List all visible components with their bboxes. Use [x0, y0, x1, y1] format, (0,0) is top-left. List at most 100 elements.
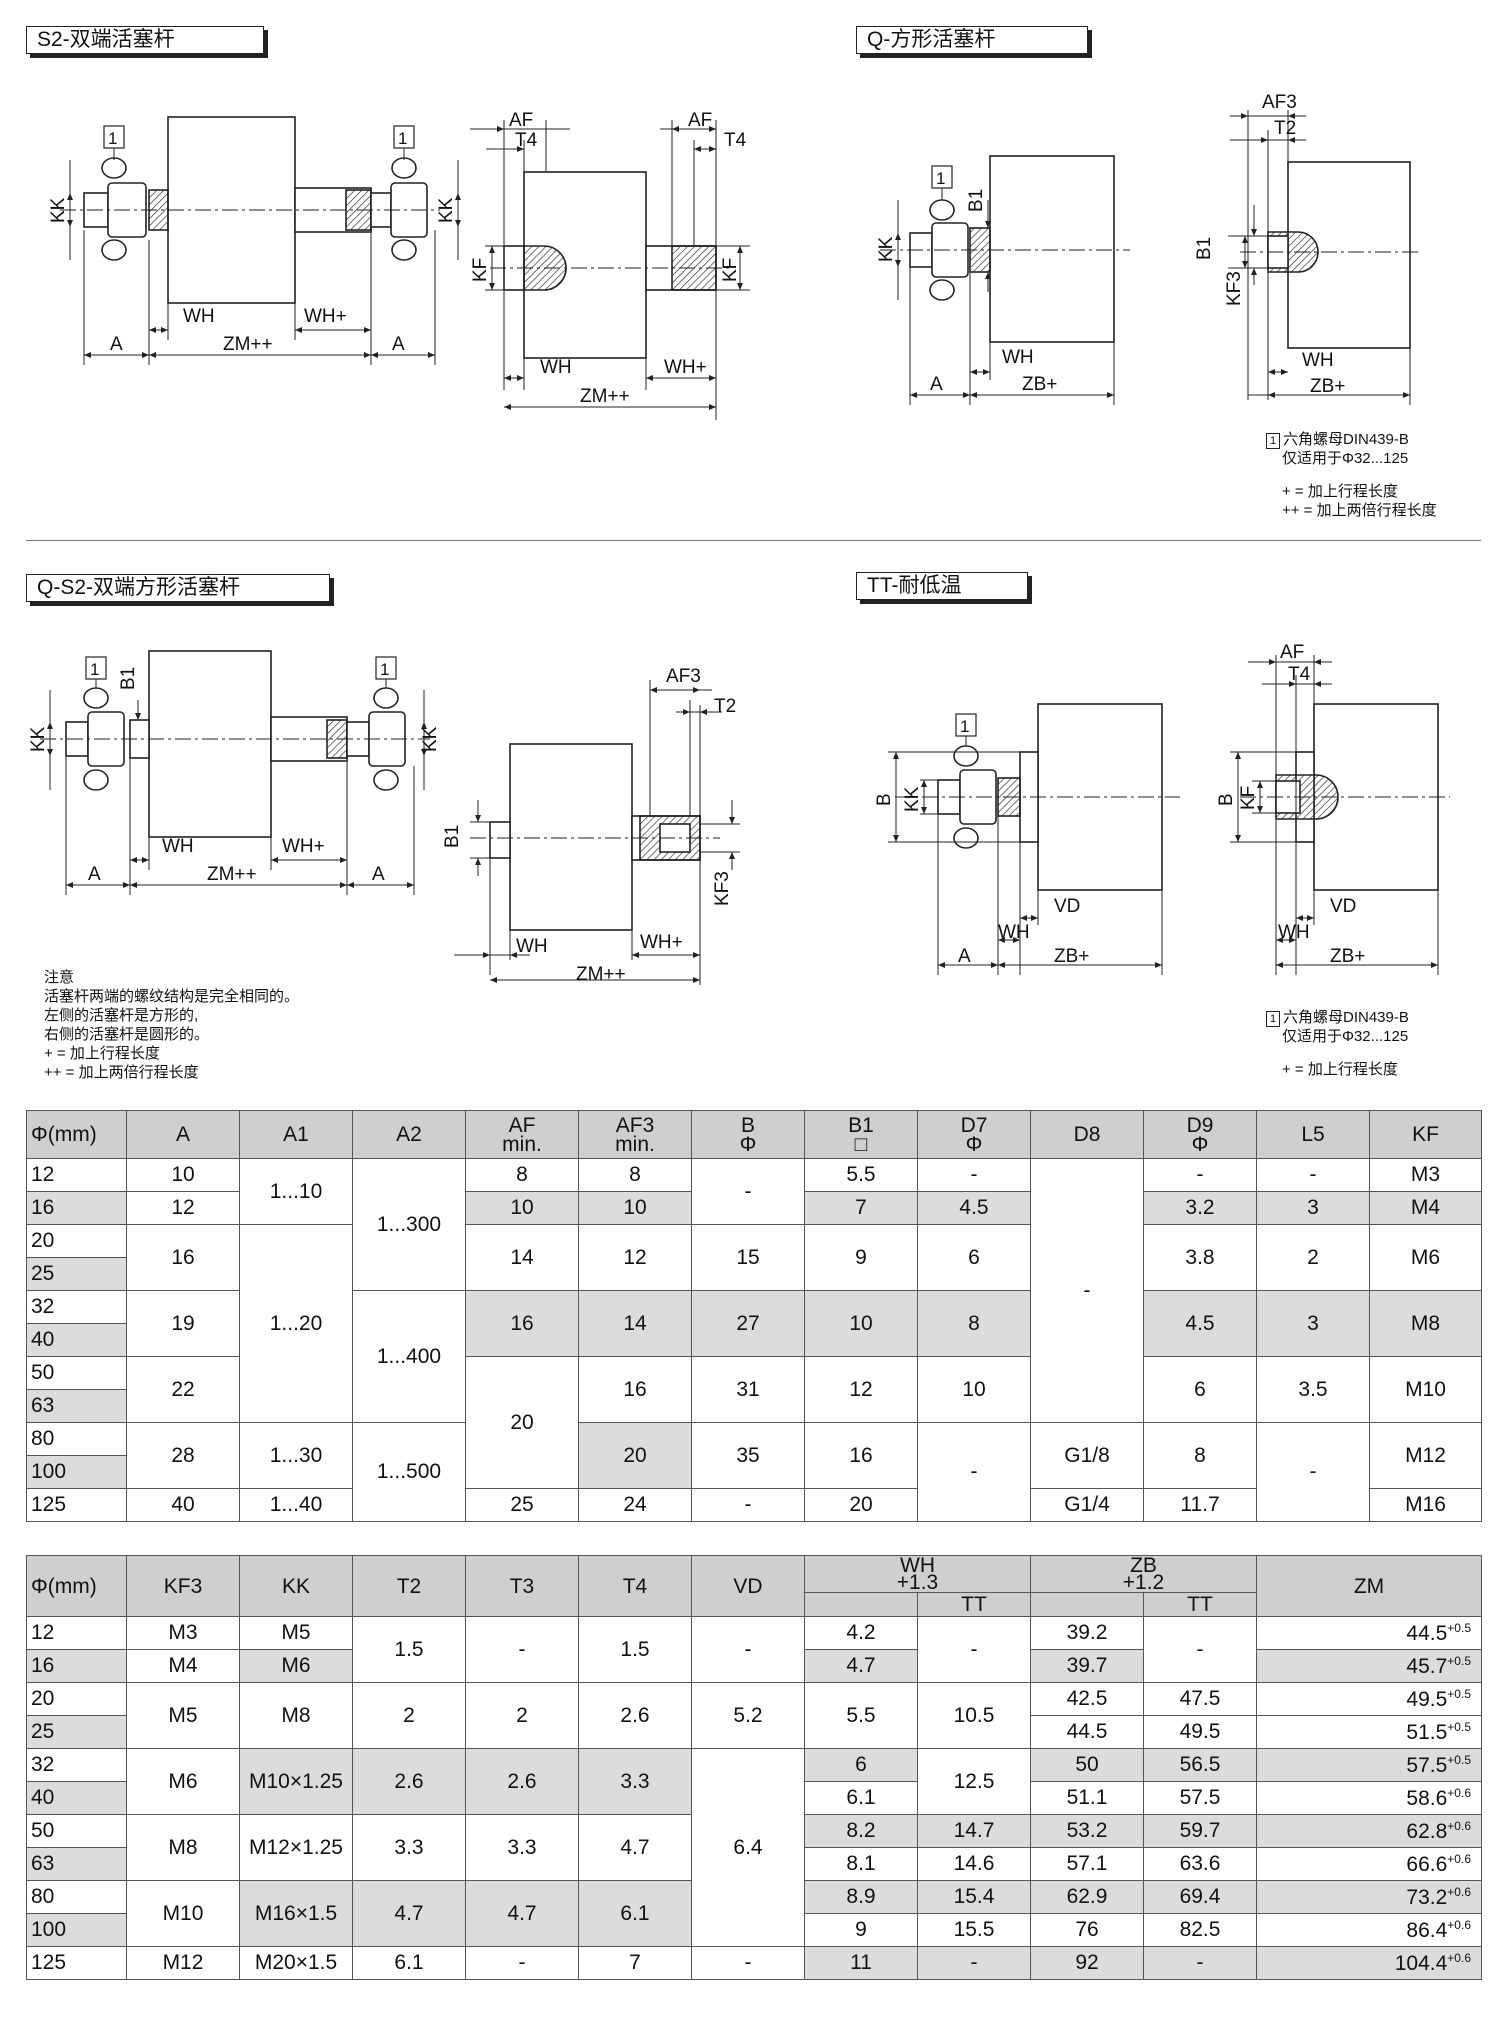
cell: 12.5 [917, 1748, 1031, 1815]
col-header: ZM [1256, 1555, 1482, 1617]
cell: 5.2 [691, 1682, 805, 1749]
cell: 32 [26, 1748, 127, 1782]
cell: 50 [1030, 1748, 1144, 1782]
col-header: B1□ [804, 1110, 918, 1159]
cell: 45.7+0.5 [1256, 1649, 1482, 1683]
cell: - [1256, 1422, 1370, 1522]
dim-label: WH [998, 922, 1030, 943]
dim-label: B [874, 793, 895, 806]
cell: - [465, 1946, 579, 1980]
cell: 2 [1256, 1224, 1370, 1291]
col-header: D8 [1030, 1110, 1144, 1159]
qs2-drawing [40, 650, 430, 895]
cell: 1...300 [352, 1158, 466, 1291]
cell: M8 [126, 1814, 240, 1881]
dim-label: AF [1280, 642, 1304, 663]
table-row: 80 28 1...30 1...500 20 35 16 - G1/8 8 -… [26, 1422, 1482, 1522]
cell: 3.8 [1143, 1224, 1257, 1291]
cell: 27 [691, 1290, 805, 1357]
tt-side-drawing [1230, 655, 1450, 975]
dim-label: A [930, 374, 943, 395]
dim-label: B1 [442, 825, 463, 848]
dim-label: VD [1054, 896, 1080, 917]
cell: 5.5 [804, 1158, 918, 1192]
cell: 40 [26, 1323, 127, 1357]
table-row: 125 40 1...40 25 24 - 20 G1/4 11.7 M16 [26, 1488, 1482, 1522]
dim-label: WH [162, 836, 194, 857]
cell: 9 [804, 1224, 918, 1291]
note-line: 右侧的活塞杆是圆形的。 [44, 1026, 210, 1043]
table-row: 12 10 1...10 1...300 8 8 - 5.5 - - - - M… [26, 1158, 1482, 1423]
legend-only: 仅适用于Φ32...125 [1282, 450, 1409, 467]
cell: 125 [26, 1488, 127, 1522]
cell: 80 [26, 1422, 127, 1456]
dim-label: 1 [90, 660, 99, 679]
cell: 63 [26, 1847, 127, 1881]
cell: 10 [917, 1356, 1031, 1423]
note-line: + = 加上行程长度 [44, 1045, 160, 1062]
cell: - [691, 1616, 805, 1683]
cell: 3.3 [578, 1748, 692, 1815]
dim-label: 1 [936, 169, 945, 188]
cell: M3 [1369, 1158, 1482, 1192]
cell: 40 [26, 1781, 127, 1815]
dim-label: WH [1278, 922, 1310, 943]
dim-label: AF [509, 110, 533, 131]
cell: 12 [804, 1356, 918, 1423]
cell: 100 [26, 1913, 127, 1947]
dim-label: ZB+ [1054, 946, 1089, 967]
cell: M20×1.5 [239, 1946, 353, 1980]
legend-plus: + = 加上行程长度 [1282, 483, 1398, 500]
dim-label: KF [470, 258, 491, 282]
col-header: Φ(mm) [26, 1555, 127, 1617]
dim-label: WH+ [640, 932, 683, 953]
cell: 76 [1030, 1913, 1144, 1947]
cell: M4 [126, 1649, 240, 1683]
note-line: ++ = 加上两倍行程长度 [44, 1064, 199, 1081]
dim-label: T2 [714, 696, 736, 717]
col-header: Φ(mm) [26, 1110, 127, 1159]
cell: 44.5 [1030, 1715, 1144, 1749]
cell: 4.7 [465, 1880, 579, 1947]
dim-label: KK [420, 726, 441, 752]
cell: 15 [691, 1224, 805, 1291]
table-row: 125 M12 M20×1.5 6.1 - 7 - 11 - 92 - 104.… [26, 1946, 1482, 1980]
cell: 40 [126, 1488, 240, 1522]
cell: - [1143, 1616, 1257, 1683]
table-row: 100 [26, 1455, 1482, 1489]
cell: 39.7 [1030, 1649, 1144, 1683]
dim-label: T2 [1274, 118, 1296, 139]
cell: 11 [804, 1946, 918, 1980]
note-block: 注意 活塞杆两端的螺纹结构是完全相同的。 左侧的活塞杆是方形的, 右侧的活塞杆是… [44, 968, 299, 1082]
cell: 1...30 [239, 1422, 353, 1489]
dim-label: 1 [398, 129, 407, 148]
cell: 14.7 [917, 1814, 1031, 1848]
col-header: KF3 [126, 1555, 240, 1617]
legend-plusplus: ++ = 加上两倍行程长度 [1282, 502, 1437, 519]
table-row: 16 M4 M6 4.7 39.7 45.7+0.5 [26, 1649, 1482, 1683]
cell: 9 [804, 1913, 918, 1947]
cell: 6 [917, 1224, 1031, 1291]
cell: 15.5 [917, 1913, 1031, 1947]
cell: 49.5 [1143, 1715, 1257, 1749]
cell: 80 [26, 1880, 127, 1914]
dim-label: KK [902, 786, 923, 812]
cell: 20 [26, 1224, 127, 1258]
dim-label: T4 [515, 130, 538, 151]
cell: 57.5 [1143, 1781, 1257, 1815]
cell: 12 [26, 1158, 127, 1192]
dim-label: T4 [1288, 664, 1311, 685]
legend-only: 仅适用于Φ32...125 [1282, 1028, 1409, 1045]
cell: M6 [126, 1748, 240, 1815]
dim-label: WH+ [282, 836, 325, 857]
dim-label: ZM++ [576, 964, 626, 985]
cell: 8.2 [804, 1814, 918, 1848]
dim-label: AF3 [1262, 92, 1297, 113]
cell: - [1030, 1158, 1144, 1423]
cell: 1...20 [239, 1224, 353, 1423]
cell: 62.8+0.6 [1256, 1814, 1482, 1848]
cell: 22 [126, 1356, 240, 1423]
cell: - [1143, 1158, 1257, 1192]
